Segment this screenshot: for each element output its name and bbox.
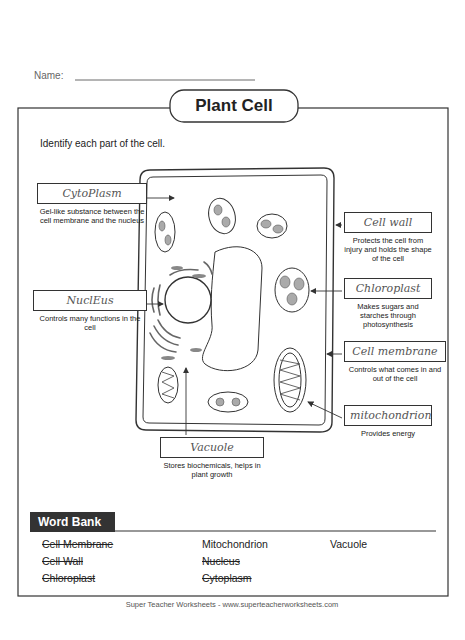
answer-box: Cell membrane [344,341,446,362]
word-bank-term: Mitochondrion [202,538,268,550]
cell-membrane-box: Cell membraneControls what comes in and … [344,341,446,383]
answer-box: NuclEus [33,290,147,311]
answer-box: Chloroplast [344,278,432,299]
part-description: Controls what comes in and out of the ce… [344,365,446,383]
answer-box: mitochondrion [344,405,432,426]
part-description: Gel-like substance between the cell memb… [37,207,147,225]
cytoplasm-box: CytoPlasmGel-like substance between the … [37,183,147,225]
instruction-text: Identify each part of the cell. [40,138,165,149]
title-text: Plant Cell [195,96,272,116]
part-description: Protects the cell from injury and holds … [344,236,432,263]
word-bank-term: Cytoplasm [202,572,252,584]
word-bank-term: Cell Wall [42,555,83,567]
word-bank-term: Cell Membrane [42,538,113,550]
name-field-label: Name: [34,70,63,81]
answer-box: CytoPlasm [37,183,147,204]
footer-text: Super Teacher Worksheets - www.superteac… [126,600,339,609]
word-bank-term: Chloroplast [42,572,95,584]
part-description: Makes sugars and starches through photos… [344,302,432,329]
answer-box: Vacuole [160,437,264,458]
part-description: Stores biochemicals, helps in plant grow… [160,461,264,479]
cell-wall-box: Cell wallProtects the cell from injury a… [344,212,432,263]
answer-box: Cell wall [344,212,432,233]
part-description: Controls many functions in the cell [33,314,147,332]
vacuole-box: VacuoleStores biochemicals, helps in pla… [160,437,264,479]
part-description: Provides energy [344,429,432,438]
band-heading: Word Bank [30,512,115,532]
chloroplast-box: ChloroplastMakes sugars and starches thr… [344,278,432,329]
word-bank-term: Vacuole [330,538,367,550]
word-bank-band: Word Bank [30,512,115,532]
nucleus-box: NuclEusControls many functions in the ce… [33,290,147,332]
word-bank-term: Nucleus [202,555,240,567]
mitochondrion-box: mitochondrionProvides energy [344,405,432,438]
